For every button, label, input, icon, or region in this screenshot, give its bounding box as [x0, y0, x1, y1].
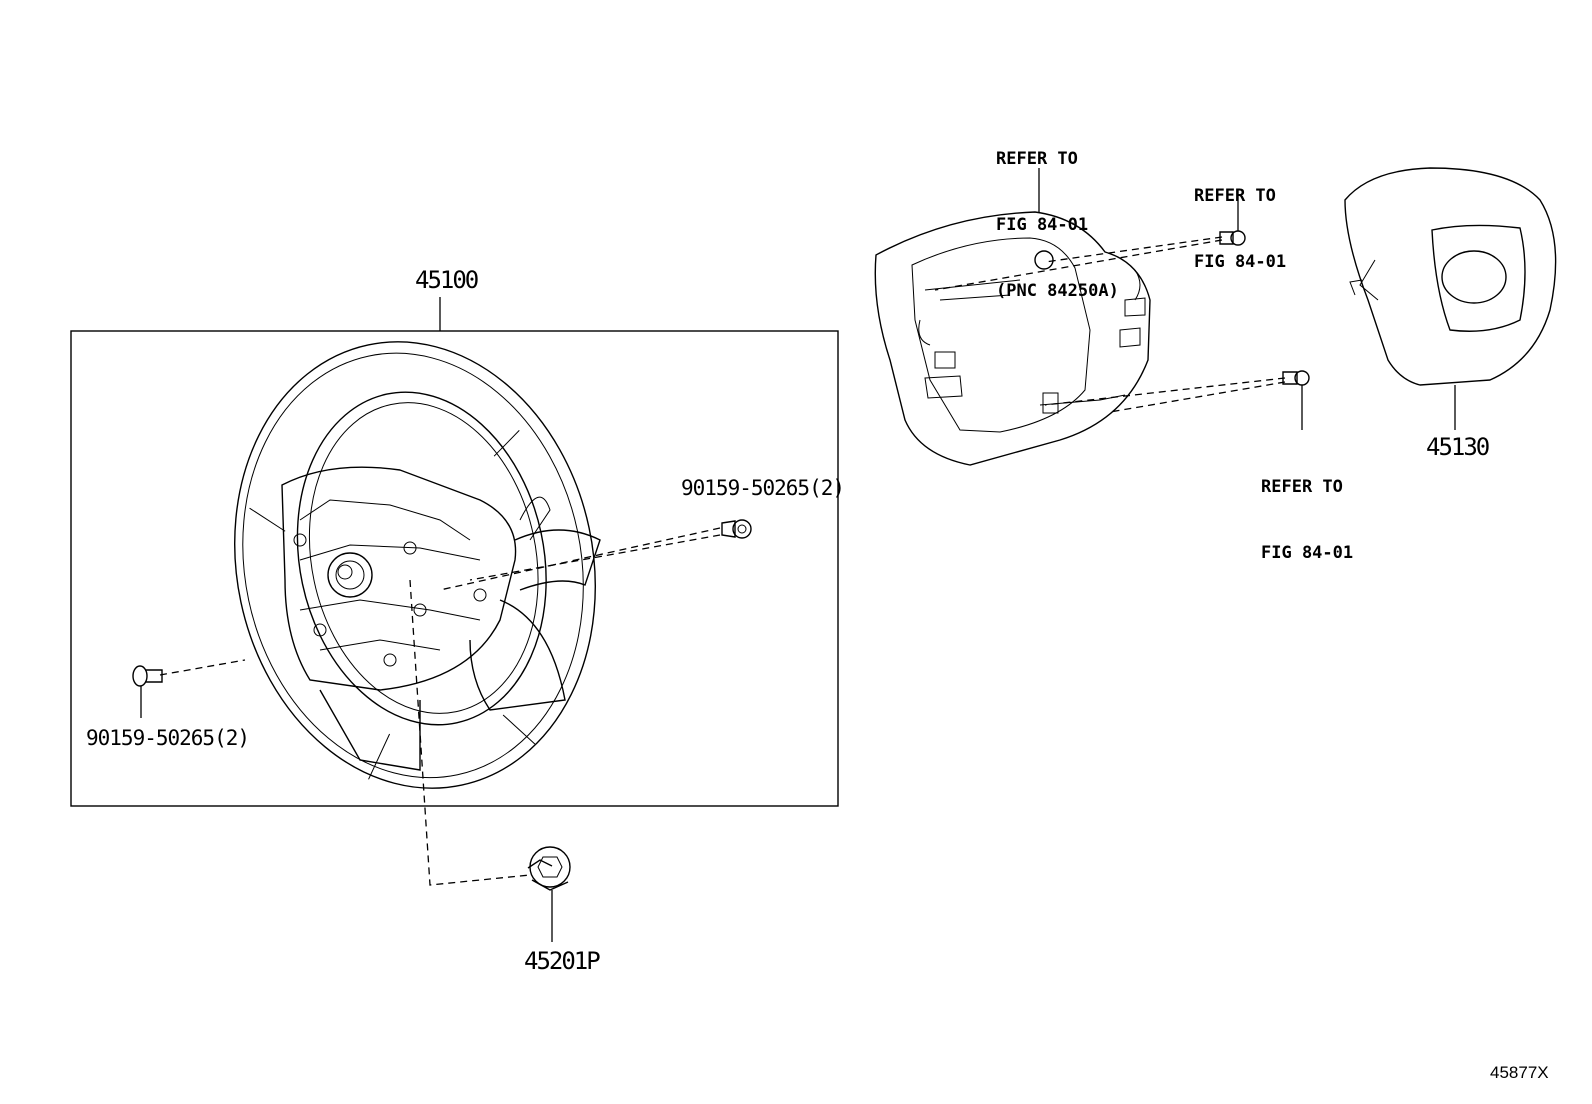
steering-cover-drawing: [874, 211, 1151, 466]
dash-right-screw: [439, 527, 721, 591]
label-screw-left: 90159-50265(2): [86, 726, 250, 750]
dash-cover-screw-bottom: [1044, 377, 1286, 406]
ref-cover-line-1: REFER TO: [996, 149, 1078, 169]
bolt-drawing: [527, 846, 571, 891]
airbag-drawing: [1344, 167, 1557, 386]
screw-cover-bottom-drawing: [1282, 370, 1310, 386]
screw-left-drawing: [132, 665, 163, 687]
screw-right-drawing: [721, 519, 752, 539]
ref-screw-top-note: REFER TO FIG 84-01: [1194, 141, 1286, 317]
ref-cover-note: REFER TO FIG 84-01 (PNC 84250A): [996, 104, 1119, 346]
ref-cover-line-2: FIG 84-01: [996, 215, 1089, 235]
dash-left-screw: [159, 659, 246, 676]
ref-screw-top-line-1: REFER TO: [1194, 186, 1276, 206]
label-45130: 45130: [1426, 433, 1490, 461]
ref-screw-top-line-2: FIG 84-01: [1194, 252, 1287, 272]
ref-cover-line-3: (PNC 84250A): [996, 281, 1119, 301]
ref-screw-bottom-line-2: FIG 84-01: [1261, 543, 1354, 563]
steering-hub-drawing: [281, 466, 601, 771]
steering-wheel-drawing: [234, 341, 596, 789]
dash-cover-screw-top: [1044, 236, 1223, 263]
dash-right-screw-2: [469, 534, 721, 581]
ref-screw-bottom-line-1: REFER TO: [1261, 477, 1343, 497]
figure-code: 45877X: [1490, 1063, 1549, 1082]
dash-bolt: [409, 579, 531, 886]
dash-cover-screw-bottom-2: [1109, 381, 1286, 413]
assembly-frame: [70, 330, 839, 807]
label-45100: 45100: [415, 266, 479, 294]
ref-screw-bottom-note: REFER TO FIG 84-01: [1261, 432, 1353, 608]
label-45201p: 45201P: [524, 947, 601, 975]
dash-cover-screw-top-2: [934, 239, 1223, 291]
label-screw-right: 90159-50265(2): [681, 476, 845, 500]
